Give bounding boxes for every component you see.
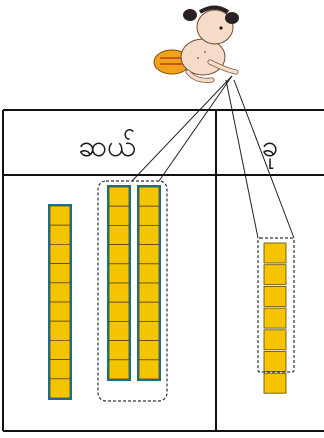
ten-stick-cube: [108, 244, 130, 265]
ten-stick-cube: [49, 301, 71, 322]
ten-stick-cube: [49, 282, 71, 303]
ten-stick-outline: [137, 185, 161, 381]
baby-hair-top: [198, 5, 230, 14]
unit-cube: [263, 242, 287, 264]
unit-cube: [263, 285, 287, 307]
ten-stick: [137, 185, 161, 381]
baby-hair-left: [183, 9, 197, 21]
ten-stick-cube: [108, 263, 130, 284]
ten-stick-outline: [107, 185, 131, 381]
baby-diaper-stripes: [160, 57, 184, 65]
ten-stick-cube: [49, 224, 71, 245]
ten-stick-cube: [49, 263, 71, 284]
ten-stick-cube: [108, 320, 130, 341]
ten-stick-cube: [108, 282, 130, 303]
ten-stick-outline: [48, 204, 72, 400]
ten-stick-cube: [108, 186, 130, 207]
pointer-line-ones-left: [225, 79, 259, 239]
ten-stick-cube: [49, 205, 71, 226]
tens-column-header: ဆယ်: [78, 129, 136, 164]
baby-arm-fill: [208, 60, 238, 74]
ten-stick-cube: [108, 205, 130, 226]
ten-stick-cube: [49, 320, 71, 341]
ten-stick-cube: [49, 359, 71, 380]
ten-stick-cube: [138, 340, 160, 361]
ten-stick-cube: [138, 263, 160, 284]
tens-blocks-area: [48, 185, 161, 400]
ones-blocks-area: [263, 242, 287, 394]
baby-leg-fill: [186, 70, 214, 83]
unit-cube: [263, 264, 287, 286]
baby-hair-right: [225, 12, 239, 24]
ones-group-box: [257, 237, 295, 373]
ten-stick-cube: [108, 224, 130, 245]
ten-stick-cube: [108, 359, 130, 380]
ten-stick-cube: [108, 340, 130, 361]
unit-cube: [263, 372, 287, 394]
ten-stick-cube: [49, 378, 71, 399]
ten-stick-cube: [138, 186, 160, 207]
ten-stick-cube: [138, 205, 160, 226]
ten-stick-cube: [138, 301, 160, 322]
ten-stick-cube: [49, 339, 71, 360]
ten-stick-cube: [138, 359, 160, 380]
ten-stick-cube: [138, 320, 160, 341]
pointer-line-ones-right: [233, 79, 295, 239]
ten-stick-cube: [138, 224, 160, 245]
place-value-table: [2, 109, 324, 432]
ones-column-header: ခု: [262, 129, 279, 170]
ten-stick-cube: [49, 243, 71, 264]
unit-cube: [263, 329, 287, 351]
ten-stick: [107, 185, 131, 381]
unit-cube: [263, 307, 287, 329]
pointer-line-tens-right: [158, 75, 233, 182]
baby-eye: [219, 26, 223, 30]
tens-group-box: [97, 180, 168, 402]
pointer-line-tens-left: [131, 75, 233, 182]
baby-crawling-illustration: [153, 5, 239, 83]
baby-spot-2: [197, 57, 199, 59]
baby-head: [196, 9, 234, 45]
ten-stick-cube: [108, 301, 130, 322]
ten-stick-cube: [138, 244, 160, 265]
ten-stick: [48, 204, 72, 400]
ten-stick-cube: [138, 282, 160, 303]
baby-spot-1: [204, 51, 206, 53]
unit-cube: [263, 351, 287, 372]
